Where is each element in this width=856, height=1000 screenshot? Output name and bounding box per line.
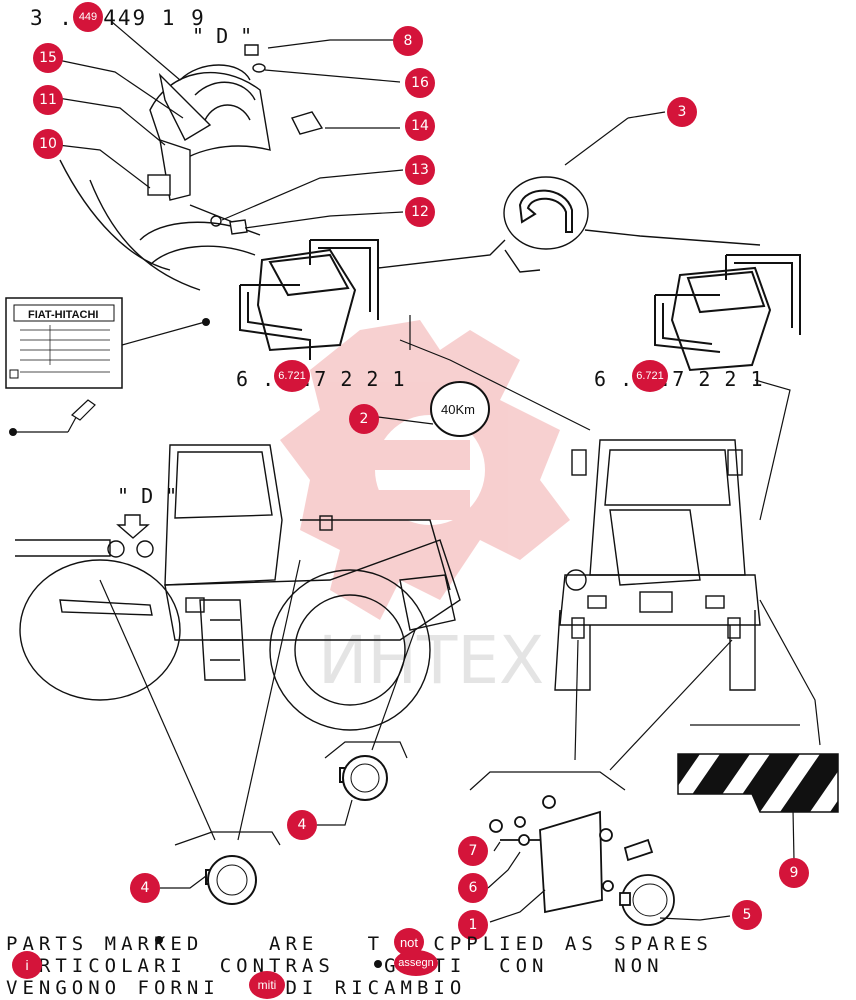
ref-top-badge: 449 — [73, 2, 103, 32]
leader-lines-callouts — [160, 799, 731, 923]
leader-lines-bottom — [99, 559, 821, 861]
nameplate-bullet — [202, 318, 210, 326]
nameplate: FIAT-HITACHI — [5, 297, 123, 389]
footer-line-3: VENGONO FORNI DI RICAMBIO — [6, 977, 467, 999]
rivet-bullet — [9, 428, 17, 436]
callout-15: 14 — [405, 111, 435, 141]
reflector-lower — [205, 855, 257, 905]
footer-bullet-1 — [155, 936, 163, 944]
lamp-left — [239, 239, 379, 360]
machine-side-view — [15, 444, 461, 731]
speed-sign: 40Km — [430, 381, 490, 437]
machine-rear-view — [554, 439, 761, 691]
reflector-upper — [339, 755, 388, 801]
striped-warning-plate — [677, 753, 839, 813]
leader-lines-middle — [377, 111, 791, 521]
callout-6: 6 — [458, 873, 488, 903]
callout-9: 8 — [393, 26, 423, 56]
watermark-text: ИНТЕХ — [318, 622, 544, 699]
lamp-right — [654, 254, 801, 372]
speed-sign-label: 40Km — [441, 402, 475, 417]
callout-10: 15 — [33, 43, 63, 73]
callout-13: 12 — [405, 197, 435, 227]
footer-line-2: ARTICOLARI CONTRAS GNATI CON NON — [6, 955, 664, 977]
ref-right-badge: 6.721 — [632, 360, 668, 392]
callout-4-upper: 4 — [287, 810, 317, 840]
callout-8: 9 — [779, 858, 809, 888]
ref-top: 3 . 449 1 9 — [30, 6, 206, 30]
footer-line-1: PARTS MARKED ARE T CPPLIED AS SPARES — [6, 933, 713, 955]
clip-detail — [377, 176, 761, 273]
view-label-top: " D " — [192, 24, 253, 48]
footer-badge-assegn: assegn — [394, 950, 438, 976]
view-label-side: " D " — [117, 484, 178, 508]
callout-5: 5 — [732, 900, 762, 930]
footer-badge-i: i — [12, 951, 42, 979]
callout-7: 7 — [458, 836, 488, 866]
top-hinge-detail — [59, 44, 324, 291]
callout-14: 13 — [405, 155, 435, 185]
footer-badge-miti: miti — [249, 971, 285, 999]
ref-left: 6 . .7 2 2 1 — [236, 367, 406, 391]
reflector-bracket-assembly — [489, 795, 675, 926]
leader-lines-top — [57, 21, 404, 229]
ref-right: 6 . .7 2 2 1 — [594, 367, 764, 391]
footer-bullet-2 — [374, 960, 382, 968]
callout-16: 16 — [405, 68, 435, 98]
callout-11: 10 — [33, 129, 63, 159]
callout-1: 1 — [458, 910, 488, 940]
watermark-logo — [280, 320, 570, 620]
callout-3: 3 — [667, 97, 697, 127]
rivet-part — [71, 399, 96, 421]
ref-left-badge: 6.721 — [274, 360, 310, 392]
nameplate-brand: FIAT-HITACHI — [28, 309, 98, 321]
callout-4-lower: 4 — [130, 873, 160, 903]
callout-12: 11 — [33, 85, 63, 115]
callout-2: 2 — [349, 404, 379, 434]
